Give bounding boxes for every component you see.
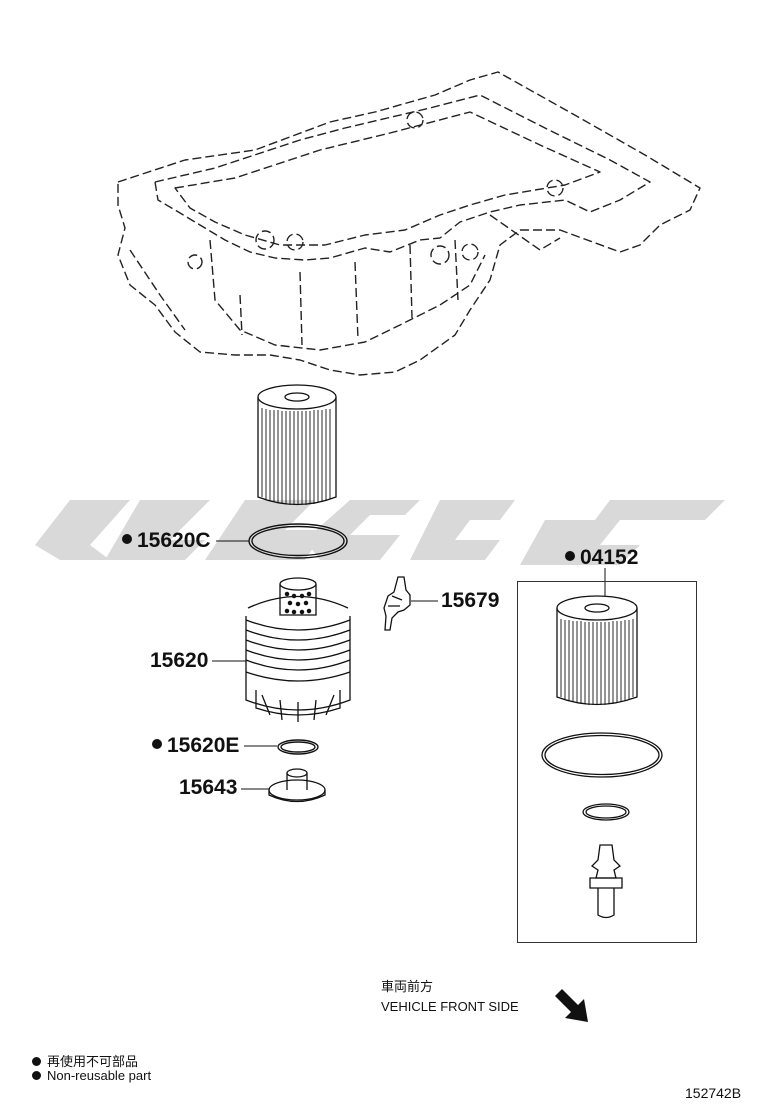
direction-label-jp: 車両前方 bbox=[381, 979, 434, 994]
callout-15679: 15679 bbox=[441, 589, 500, 612]
leader-lines bbox=[212, 540, 606, 790]
filter-element bbox=[257, 384, 337, 506]
direction-label-en: VEHICLE FRONT SIDE bbox=[381, 999, 519, 1014]
non-reusable-bullet-icon bbox=[32, 1057, 41, 1066]
legend-jp: 再使用不可部品 bbox=[32, 1051, 138, 1070]
callout-15620e: 15620E bbox=[152, 734, 239, 758]
non-reusable-bullet-icon bbox=[122, 534, 132, 544]
front-direction-arrow-icon bbox=[555, 989, 588, 1022]
non-reusable-bullet-icon bbox=[32, 1071, 41, 1080]
o-ring-15620e bbox=[277, 739, 319, 755]
callout-15620: 15620 bbox=[150, 649, 209, 672]
legend-en: Non-reusable part bbox=[32, 1068, 151, 1083]
non-reusable-bullet-icon bbox=[152, 739, 162, 749]
oil-pan-outline bbox=[117, 71, 701, 376]
drain-plug-15643 bbox=[268, 768, 326, 803]
non-reusable-bullet-icon bbox=[565, 551, 575, 561]
element-kit-box bbox=[517, 581, 697, 943]
callout-04152: 04152 bbox=[565, 546, 638, 570]
callout-15643: 15643 bbox=[179, 776, 238, 799]
bracket-15679 bbox=[383, 576, 411, 631]
element-kit-contents bbox=[541, 595, 663, 919]
diagram-id: 152742B bbox=[685, 1085, 742, 1101]
watermark-logo bbox=[35, 500, 725, 565]
filter-cap-15620 bbox=[245, 577, 351, 722]
callout-15620c: 15620C bbox=[122, 529, 211, 553]
